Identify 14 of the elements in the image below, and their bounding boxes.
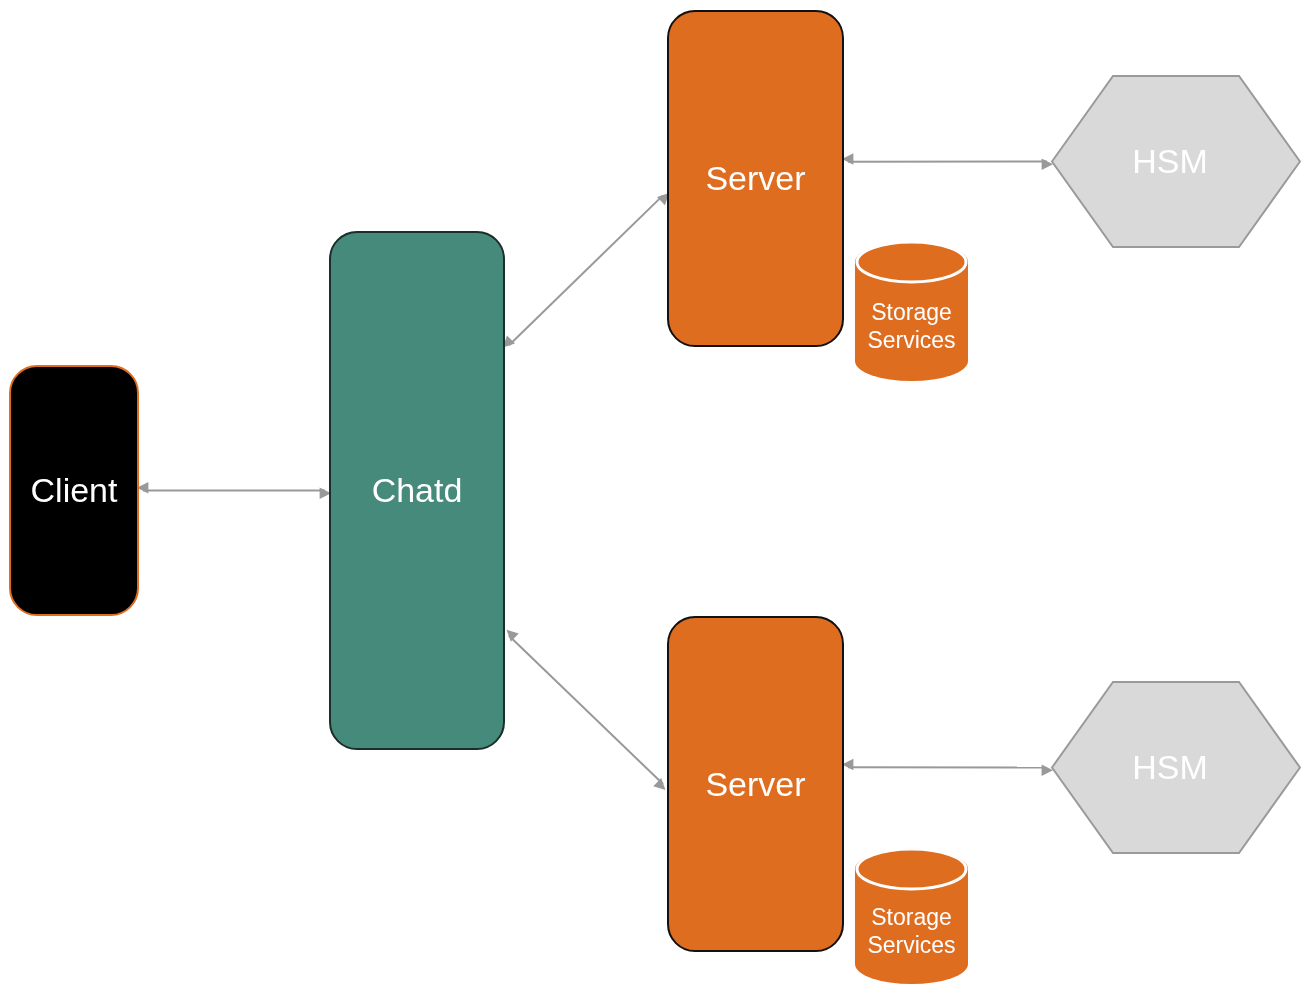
cylinder-label: Storage Services: [866, 298, 957, 355]
double-arrow: [506, 629, 666, 791]
double-arrow: [137, 482, 331, 499]
box-label: Server: [705, 763, 806, 805]
process-box: [329, 231, 505, 750]
double-arrow: [842, 758, 1053, 776]
process-box: [667, 616, 844, 952]
process-box: [9, 365, 139, 616]
cylinder-label: Storage Services: [866, 903, 957, 960]
double-arrow: [842, 153, 1053, 170]
box-label: Chatd: [371, 470, 463, 511]
box-label: Client: [30, 470, 118, 511]
process-box: [667, 10, 844, 347]
box-label: Server: [705, 158, 806, 199]
